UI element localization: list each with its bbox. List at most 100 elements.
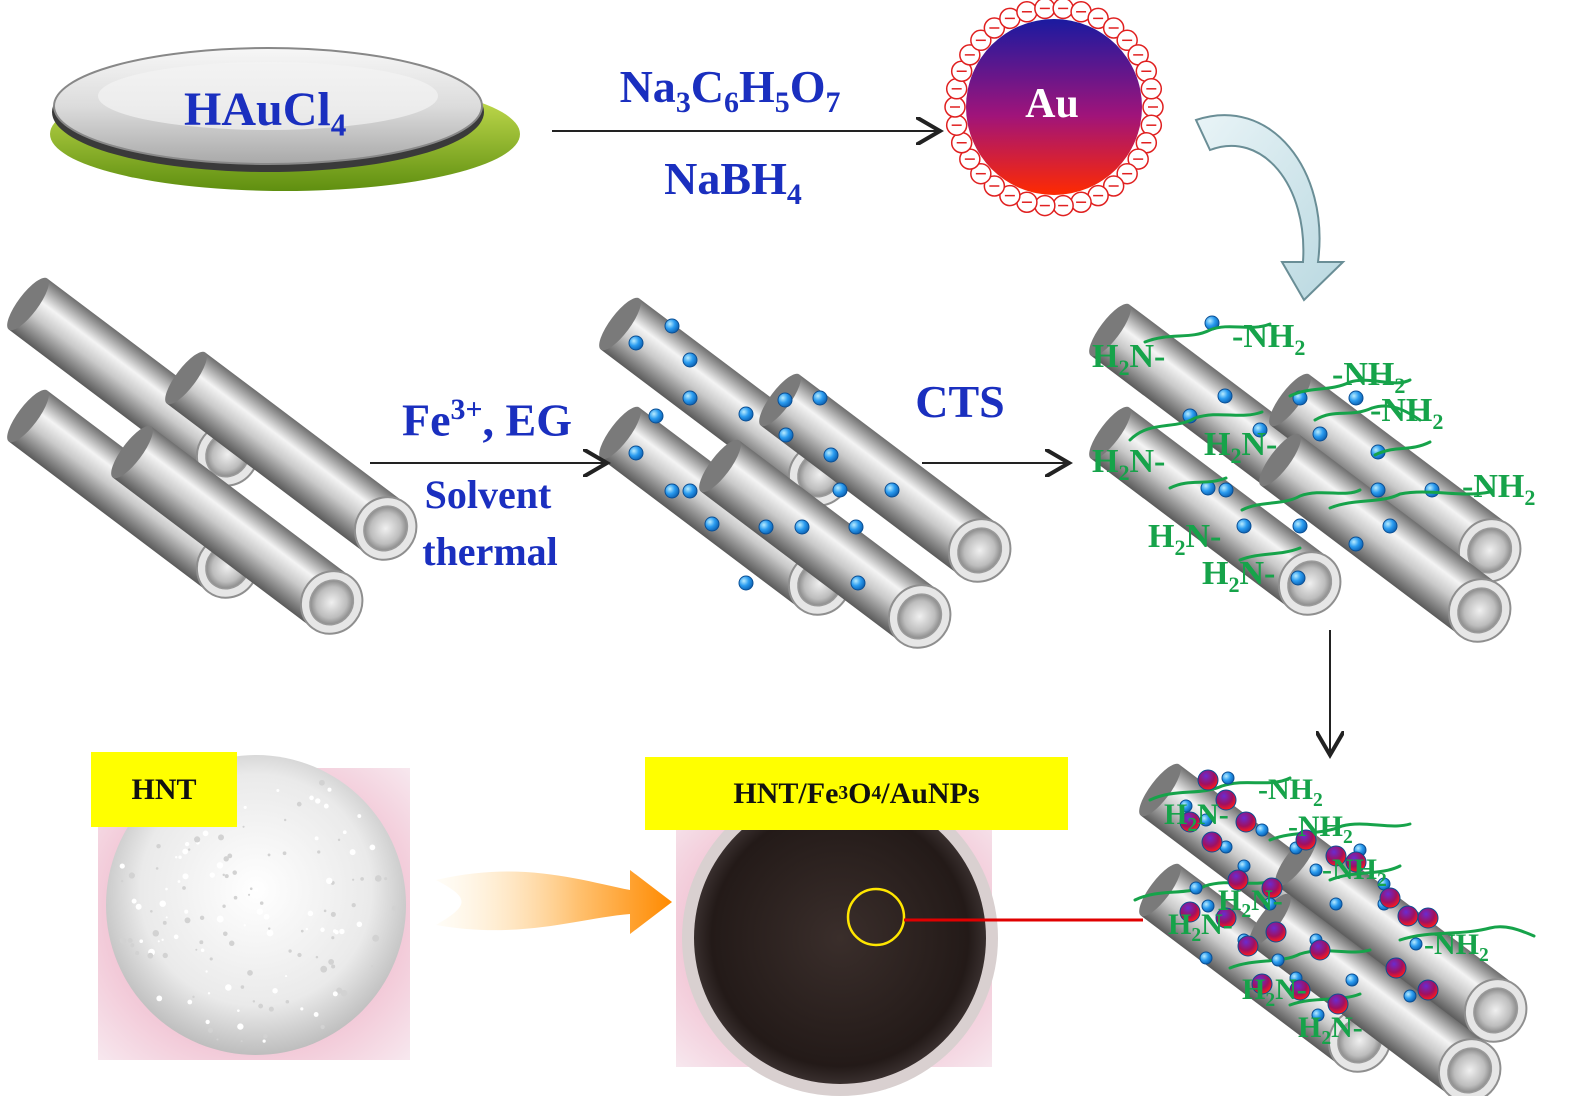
- tag-fe: Fe: [806, 776, 839, 810]
- amine-group-label: H2N-: [1148, 520, 1221, 559]
- chitosan-chain: [1240, 488, 1362, 512]
- particle-dot: [1309, 939, 1331, 961]
- particle-dot: [1236, 518, 1252, 534]
- particle-dot: [848, 519, 864, 535]
- precursor-subscript: 4: [330, 107, 347, 143]
- gold-nanoparticle: [966, 19, 1142, 195]
- particle-dot: [1179, 901, 1201, 923]
- curved-arrow-icon: [1194, 114, 1346, 302]
- amine-sub: 2: [1294, 334, 1306, 360]
- amine-sub: 2: [1187, 815, 1198, 836]
- particle-dot: [1370, 482, 1386, 498]
- particle-dot: [1409, 937, 1423, 951]
- particle-dot: [738, 406, 754, 422]
- zoom-circle: [846, 887, 906, 947]
- particle-dot: [1179, 799, 1193, 813]
- hnt-tag-text: HNT: [131, 772, 197, 806]
- particle-dot: [1417, 907, 1439, 929]
- au-label: Au: [1025, 81, 1079, 127]
- amine-n: N-: [1241, 426, 1278, 463]
- citrate-h: H: [738, 61, 775, 112]
- particle-dot: [682, 390, 698, 406]
- amine-nh: -NH: [1370, 392, 1433, 429]
- particle-dot: [1252, 422, 1268, 438]
- nabh4-formula: NaBH: [664, 153, 787, 204]
- amine-nh: -NH: [1424, 928, 1479, 961]
- particle-dot: [1345, 851, 1367, 873]
- particle-dot: [1217, 388, 1233, 404]
- amine-sub: 2: [1313, 790, 1323, 811]
- amine-group-label: -NH2: [1232, 320, 1305, 359]
- particle-dot: [628, 445, 644, 461]
- particle-dot: [1348, 390, 1364, 406]
- particle-dot: [1227, 869, 1249, 891]
- chitosan-chain: [1288, 992, 1362, 1007]
- particle-dot: [1397, 905, 1419, 927]
- reagent-cts: CTS: [915, 376, 1005, 427]
- amine-group-label: H2N-: [1164, 800, 1229, 836]
- amine-group-label: H2N-: [1218, 886, 1283, 922]
- au-nanoparticles-final: [1179, 769, 1439, 1015]
- particle-dot: [1215, 789, 1237, 811]
- chitosan-chain: [1143, 322, 1272, 344]
- particle-dot: [1379, 887, 1401, 909]
- chitosan-chain: [1398, 925, 1536, 942]
- amine-sub: 2: [1191, 925, 1202, 946]
- particle-dot: [704, 516, 720, 532]
- amine-sub: 2: [1241, 901, 1252, 922]
- particle-dot: [1312, 426, 1328, 442]
- citrate-charge-shell: [944, 0, 1164, 217]
- amine-sub: 2: [1230, 442, 1242, 468]
- particle-dot: [1403, 989, 1417, 1003]
- chitosan-chain: [1373, 440, 1432, 457]
- citrate-c: C: [690, 61, 724, 112]
- chitosan-chain: [1168, 476, 1228, 490]
- amine-h: H: [1204, 426, 1231, 463]
- amine-group-label: -NH2: [1462, 470, 1535, 509]
- condition-solvent: Solvent: [424, 472, 552, 517]
- chitosan-chain: [1148, 776, 1292, 802]
- eg-text: , EG: [482, 394, 572, 446]
- precursor-formula: HAuCl: [184, 83, 331, 136]
- particle-dot: [1255, 823, 1269, 837]
- amine-nh: -NH: [1288, 810, 1343, 843]
- particle-dot: [1289, 979, 1311, 1001]
- particle-dot: [1309, 863, 1323, 877]
- amine-n: N-: [1251, 884, 1283, 917]
- fe-symbol: Fe: [402, 394, 451, 446]
- particle-dot: [1179, 811, 1201, 833]
- amine-n: N-: [1275, 973, 1307, 1006]
- chitosan-chain: [1328, 864, 1402, 882]
- amine-n: N-: [1129, 443, 1166, 480]
- amine-nh: -NH: [1462, 468, 1525, 505]
- amine-n: N-: [1331, 1011, 1363, 1044]
- amine-sub: 2: [1265, 990, 1276, 1011]
- citrate-c-sub: 6: [724, 86, 739, 120]
- amine-sub: 2: [1343, 827, 1353, 848]
- amine-group-label: -NH2: [1322, 855, 1387, 891]
- precursor-dish: [50, 47, 520, 191]
- amine-group-label: -NH2: [1258, 775, 1323, 811]
- particle-dot: [1235, 811, 1257, 833]
- amine-h: H: [1202, 555, 1229, 592]
- particle-dot: [1345, 973, 1359, 987]
- particle-dot: [777, 392, 793, 408]
- tag-fe-sub: 3: [838, 782, 849, 804]
- precursor-label: HAuCl4: [184, 86, 346, 141]
- chitosan-chain: [1238, 546, 1302, 562]
- composite-photo: [676, 780, 998, 1096]
- amine-n: N-: [1197, 798, 1229, 831]
- particle-dot: [648, 408, 664, 424]
- amine-h: H: [1092, 443, 1119, 480]
- particle-dot: [1237, 935, 1259, 957]
- particle-dot: [682, 352, 698, 368]
- amine-nh: -NH: [1258, 773, 1313, 806]
- particle-dot: [1261, 877, 1283, 899]
- amine-sub: 2: [1524, 484, 1536, 510]
- hnt-fe3o4-tubes: [591, 291, 1024, 662]
- amine-h: H: [1168, 908, 1192, 941]
- negative-charge-icon: [1052, 0, 1074, 20]
- amine-group-label: -NH2: [1288, 812, 1353, 848]
- particle-dot: [1382, 518, 1398, 534]
